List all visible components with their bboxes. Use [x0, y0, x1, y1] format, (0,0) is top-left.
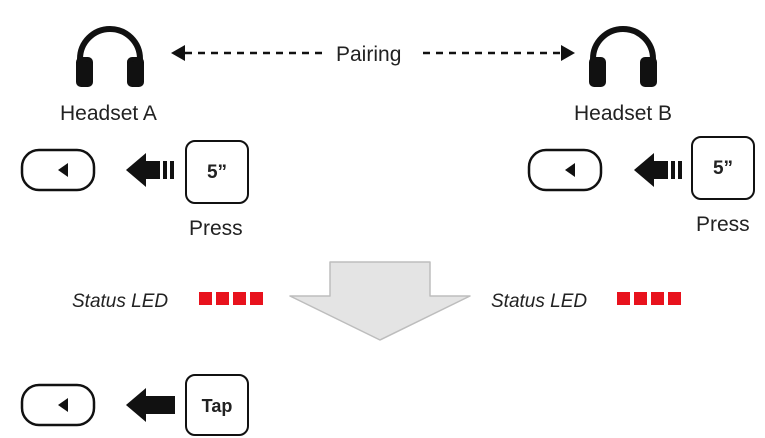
- led-square: [233, 292, 246, 305]
- led-square: [634, 292, 647, 305]
- hold-duration-b: 5”: [713, 158, 733, 179]
- status-led-indicator-b: [617, 292, 681, 305]
- push-arrow-icon-b: [634, 153, 682, 187]
- push-arrow-icon-tap: [126, 388, 175, 422]
- led-square: [216, 292, 229, 305]
- status-led-indicator-a: [199, 292, 263, 305]
- tap-label: Tap: [202, 396, 233, 416]
- led-square: [617, 292, 630, 305]
- led-square: [199, 292, 212, 305]
- tap-key[interactable]: Tap: [185, 374, 249, 436]
- headphones-icon-a: [76, 29, 144, 87]
- led-square: [668, 292, 681, 305]
- hold-5s-key-a[interactable]: 5”: [185, 140, 249, 204]
- headset-b-label: Headset B: [574, 102, 672, 125]
- hold-duration-a: 5”: [207, 162, 227, 183]
- pairing-double-arrow: [171, 45, 575, 61]
- press-label-b: Press: [696, 213, 750, 236]
- jog-button-icon-b[interactable]: [527, 148, 603, 192]
- status-led-label-a: Status LED: [72, 291, 168, 312]
- jog-button-icon-a[interactable]: [20, 148, 96, 192]
- push-arrow-icon-a: [126, 153, 174, 187]
- pairing-label: Pairing: [336, 43, 401, 66]
- headset-a-label: Headset A: [60, 102, 157, 125]
- led-square: [651, 292, 664, 305]
- status-led-label-b: Status LED: [491, 291, 587, 312]
- headphones-icon-b: [589, 29, 657, 87]
- press-label-a: Press: [189, 217, 243, 240]
- hold-5s-key-b[interactable]: 5”: [691, 136, 755, 200]
- jog-button-icon-tap[interactable]: [20, 383, 96, 427]
- down-arrow-icon: [289, 261, 471, 341]
- led-square: [250, 292, 263, 305]
